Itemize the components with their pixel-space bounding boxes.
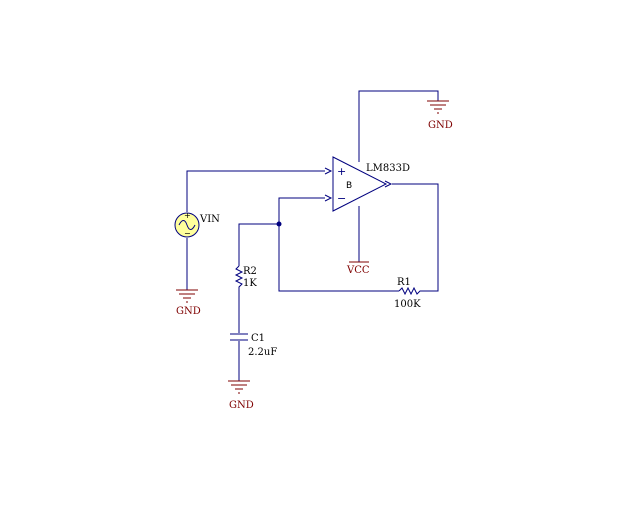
gnd-opamp-label: GND bbox=[428, 120, 453, 131]
r1-zigzag bbox=[398, 286, 421, 296]
opamp-unit-label: B bbox=[346, 181, 352, 191]
c1-value-label: 2.2uF bbox=[248, 347, 277, 358]
r1-value-label: 100K bbox=[394, 299, 421, 310]
wire-node-to-r2 bbox=[238, 223, 279, 266]
input-minus-arrow bbox=[324, 194, 333, 202]
resistor-r2: R2 1K bbox=[234, 265, 257, 289]
source-minus-sign: − bbox=[184, 229, 191, 238]
junction-dot bbox=[276, 221, 282, 227]
opamp-triangle bbox=[332, 156, 388, 212]
wire-node-to-r1 bbox=[278, 224, 399, 292]
wires bbox=[186, 90, 439, 381]
wire-r1-to-output bbox=[392, 183, 439, 292]
r2-value-label: 1K bbox=[243, 278, 257, 289]
power-vcc: VCC bbox=[346, 261, 370, 276]
gnd-vin-label: GND bbox=[176, 306, 201, 317]
gnd-c1-label: GND bbox=[229, 400, 254, 411]
source-sine-wave bbox=[178, 220, 196, 230]
source-plus-sign: + bbox=[184, 211, 191, 220]
ground-c1: GND bbox=[228, 380, 254, 411]
opamp-name-label: LM833D bbox=[366, 163, 410, 174]
r2-zigzag bbox=[234, 265, 244, 288]
capacitor-c1: C1 2.2uF bbox=[230, 333, 277, 358]
wire-minus-input-to-node bbox=[278, 197, 325, 224]
vcc-label: VCC bbox=[346, 265, 370, 276]
resistor-r1: R1 100K bbox=[394, 277, 421, 310]
opamp-minus-sign: − bbox=[337, 192, 346, 205]
c1-ref-label: C1 bbox=[251, 333, 265, 344]
opamp-plus-sign: + bbox=[337, 165, 346, 178]
r1-ref-label: R1 bbox=[397, 277, 411, 288]
source-vin: + − VIN bbox=[174, 211, 220, 238]
source-name-label: VIN bbox=[199, 214, 220, 225]
input-plus-arrow bbox=[324, 167, 333, 175]
ground-opamp: GND bbox=[427, 100, 453, 131]
wire-opamp-vneg-to-gnd bbox=[358, 90, 439, 162]
opamp-lm833d: + − B LM833D bbox=[324, 156, 410, 212]
output-arrow bbox=[384, 180, 393, 188]
r2-ref-label: R2 bbox=[243, 266, 257, 277]
wire-vin-to-plus-input bbox=[186, 170, 325, 212]
ground-vin: GND bbox=[176, 289, 201, 317]
